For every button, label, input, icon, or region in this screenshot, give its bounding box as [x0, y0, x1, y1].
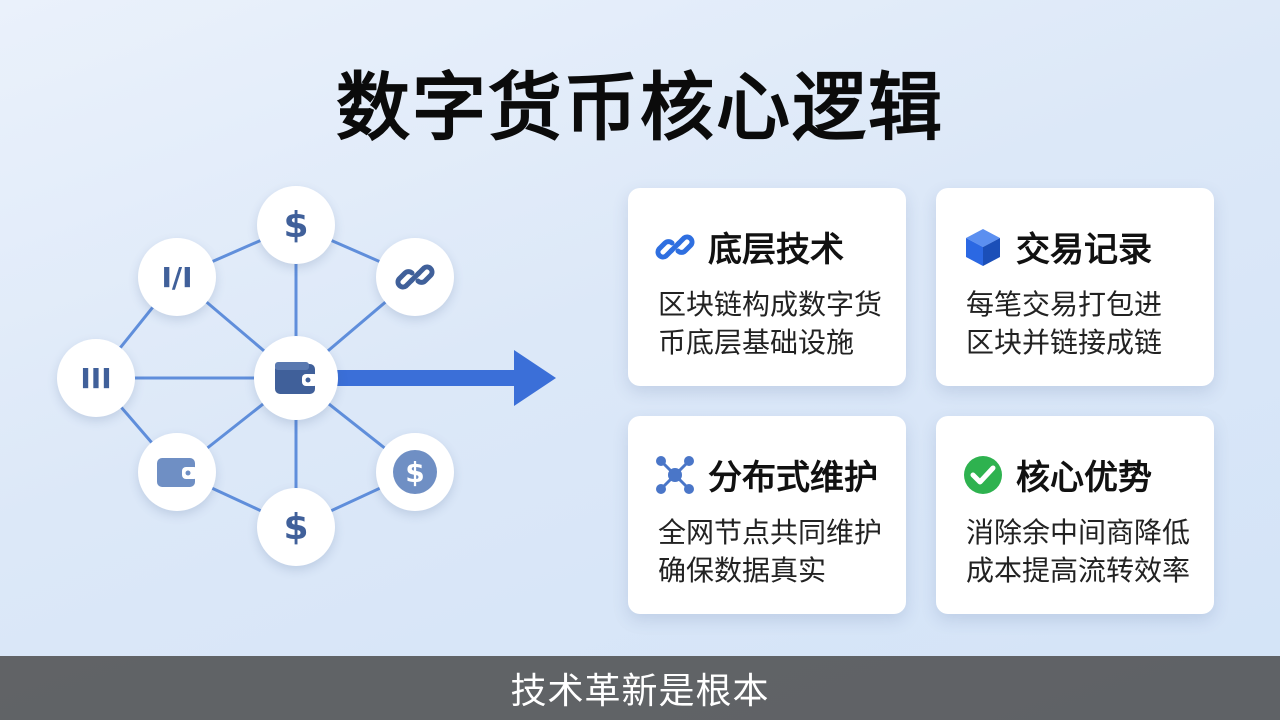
- node-lower-left: [138, 433, 216, 511]
- card-title: 分布式维护: [708, 458, 878, 498]
- check-circle-icon: [962, 454, 1004, 496]
- arrow-right-icon: [336, 350, 556, 406]
- coin-symbol: $: [405, 455, 425, 489]
- card-line: 全网节点共同维护: [658, 516, 883, 549]
- ledger-icon: ⅠⅠⅠ: [80, 361, 112, 395]
- tally-icon: Ⅰ/Ⅰ: [161, 260, 193, 294]
- card-line: 成本提高流转效率: [966, 554, 1191, 587]
- node-lower-right: $: [376, 433, 454, 511]
- card-description: 每笔交易打包进 区块并链接成链: [966, 286, 1196, 362]
- subtitle-text: 技术革新是根本: [510, 671, 770, 712]
- subtitle-bar: 技术革新是根本: [0, 656, 1280, 720]
- card-description: 消除余中间商降低 成本提高流转效率: [966, 514, 1196, 590]
- card-header: 底层技术: [654, 222, 844, 271]
- cube-icon: [962, 226, 1004, 268]
- coin-icon: $: [393, 450, 437, 494]
- card-line: 确保数据真实: [658, 554, 827, 587]
- card-tech: 底层技术 区块链构成数字货 币底层基础设施: [628, 188, 906, 386]
- chain-link-icon: [395, 264, 435, 290]
- card-advantage: 核心优势 消除余中间商降低 成本提高流转效率: [936, 416, 1214, 614]
- card-line: 每笔交易打包进: [966, 288, 1163, 321]
- network-nodes-icon: [654, 454, 696, 496]
- card-record: 交易记录 每笔交易打包进 区块并链接成链: [936, 188, 1214, 386]
- card-title: 交易记录: [1016, 230, 1152, 270]
- network-diagram: $ Ⅰ/Ⅰ ⅠⅠⅠ $: [0, 0, 600, 620]
- node-center: [254, 336, 338, 420]
- node-upper-left: Ⅰ/Ⅰ: [138, 238, 216, 316]
- card-description: 区块链构成数字货 币底层基础设施: [658, 286, 888, 362]
- wallet-icon: [157, 458, 198, 487]
- page-title: 数字货币核心逻辑: [336, 65, 944, 151]
- node-upper-right: [376, 238, 454, 316]
- card-line: 区块并链接成链: [966, 326, 1163, 359]
- node-left: ⅠⅠⅠ: [57, 339, 135, 417]
- card-line: 区块链构成数字货: [658, 288, 883, 321]
- card-header: 核心优势: [962, 450, 1152, 499]
- node-bottom: $: [257, 488, 335, 566]
- card-line: 币底层基础设施: [658, 326, 855, 359]
- card-line: 消除余中间商降低: [966, 516, 1191, 549]
- card-description: 全网节点共同维护 确保数据真实: [658, 514, 888, 590]
- card-header: 分布式维护: [654, 450, 878, 499]
- card-header: 交易记录: [962, 222, 1152, 271]
- card-title: 核心优势: [1016, 458, 1152, 498]
- card-title: 底层技术: [708, 230, 844, 270]
- node-top: $: [257, 186, 335, 264]
- dollar-icon: $: [283, 204, 309, 246]
- card-distributed: 分布式维护 全网节点共同维护 确保数据真实: [628, 416, 906, 614]
- wallet-icon: [275, 362, 318, 394]
- chain-link-icon: [654, 226, 696, 268]
- dollar-icon: $: [283, 506, 309, 548]
